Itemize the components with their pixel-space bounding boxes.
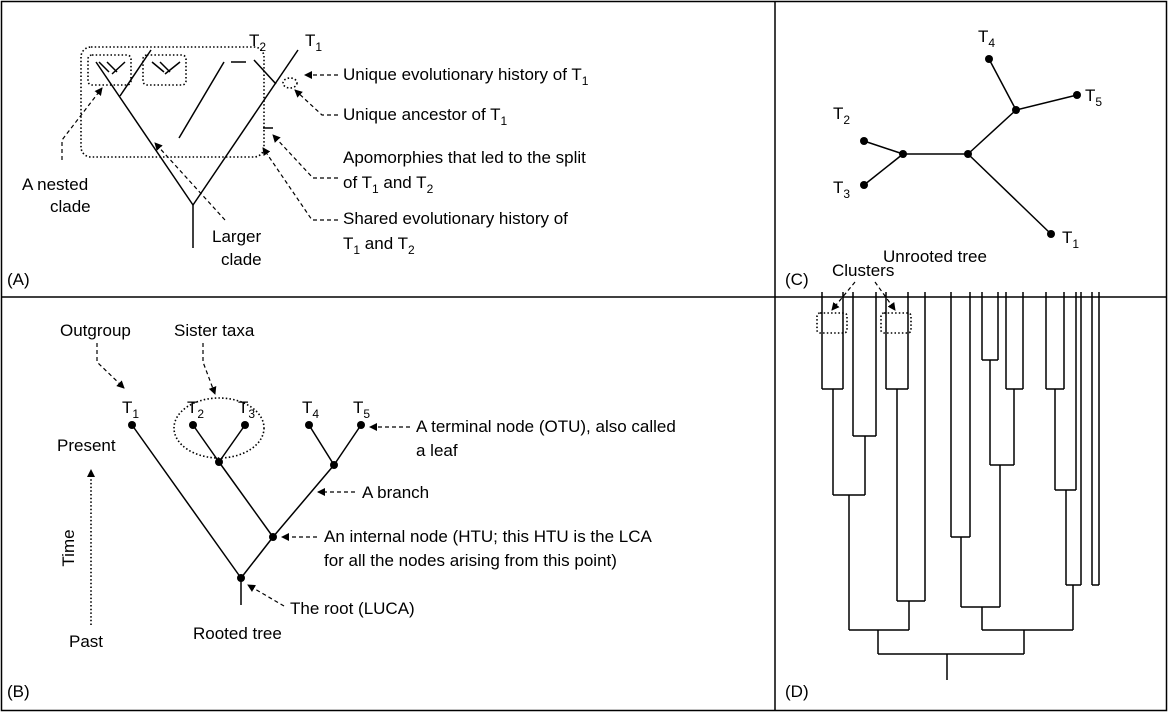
rooted-tree [128,421,365,605]
rooted-taxon-t4: T4 [302,398,319,421]
unique-history-label: Unique evolutionary history of T1 [343,65,589,88]
sister-taxa-arrow [202,343,217,395]
shared-history-label-line1: Shared evolutionary history of [343,209,568,228]
nested-clade-label-line1: A nested [22,175,88,194]
present-label: Present [57,436,116,455]
sister-taxa-label: Sister taxa [174,321,255,340]
panel-b-label: (B) [7,682,30,701]
apomorphies-label-line2: of T1 and T2 [343,173,434,196]
branch-label: A branch [362,483,429,502]
nested-clade-box-1 [87,54,132,86]
outgroup-label: Outgroup [60,321,131,340]
larger-clade-arrow [154,142,226,221]
panel-a-tree [95,49,299,248]
unrooted-taxon-t5: T5 [1085,86,1102,109]
unrooted-taxon-t1: T1 [1062,228,1079,251]
sister-taxa-ellipse [173,397,265,459]
rooted-taxon-t3: T3 [238,398,255,421]
root-arrow [247,584,285,607]
unique-ancestor-arrow [294,89,338,116]
nested-clade-label-line2: clade [50,197,91,216]
cluster-box-1 [816,312,848,334]
clusters-label: Clusters [832,261,894,280]
taxon-t2-label: T2 [249,31,266,54]
unrooted-taxon-t2: T2 [833,104,850,127]
larger-clade-label-line1: Larger [212,227,261,246]
panel-a-label: (A) [7,270,30,289]
past-label: Past [69,632,103,651]
panel-b: T1 T2 T3 T4 T5 Outgroup Sister taxa Pres… [7,321,676,701]
panel-c-label: (C) [785,270,809,289]
terminal-node-label-line1: A terminal node (OTU), also called [416,417,676,436]
cluster-box-2 [880,312,912,334]
shared-history-arrow [262,147,338,221]
internal-node-label-line1: An internal node (HTU; this HTU is the L… [324,527,653,546]
unrooted-taxon-t4: T4 [978,27,995,50]
terminal-node-label-line2: a leaf [416,441,458,460]
unique-ancestor-marker [282,77,298,89]
internal-node-label-line2: for all the nodes arising from this poin… [324,551,617,570]
apomorphies-arrow [272,134,338,179]
panel-a: T2 T1 Unique evolutionary history of T1 … [7,31,589,289]
root-label: The root (LUCA) [290,599,415,618]
rooted-taxon-t1: T1 [122,398,139,421]
unrooted-tree [860,55,1081,238]
panel-d: Clusters (D) [785,261,1100,701]
clusters-arrow-left [831,281,856,311]
larger-clade-label-line2: clade [221,250,262,269]
unrooted-tree-caption: Unrooted tree [883,247,987,266]
unrooted-taxon-t3: T3 [833,178,850,201]
larger-clade-box [80,46,265,158]
panel-d-label: (D) [785,682,809,701]
nested-clade-box-2 [142,54,187,86]
clustered-dendrogram [821,292,1100,680]
time-axis-label: Time [59,529,78,566]
rooted-tree-caption: Rooted tree [193,624,282,643]
panel-c: T4 T5 T2 T3 T1 Unrooted tree (C) [785,27,1102,289]
nested-clade-arrow [61,87,103,160]
rooted-taxon-t2: T2 [187,398,204,421]
rooted-taxon-t5: T5 [353,398,370,421]
outgroup-arrow [96,343,125,389]
clusters-arrow-right [874,281,896,311]
apomorphies-label-line1: Apomorphies that led to the split [343,148,586,167]
shared-history-label-line2: T1 and T2 [343,234,415,257]
unique-ancestor-label: Unique ancestor of T1 [343,105,508,128]
taxon-t1-label: T1 [305,31,322,54]
